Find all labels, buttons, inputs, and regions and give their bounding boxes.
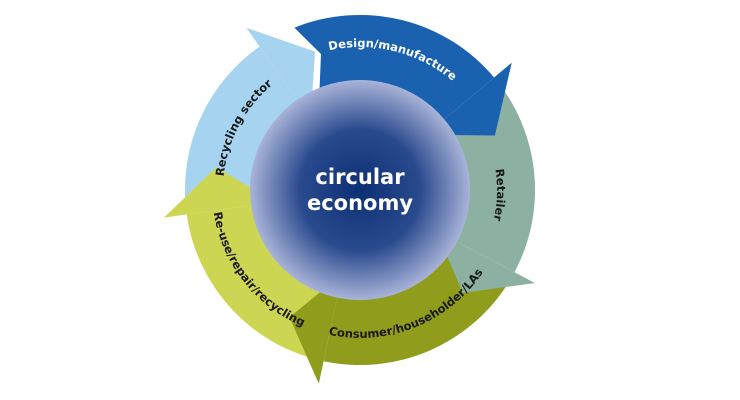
- recycling-sector-arrow-body: [184, 46, 299, 203]
- center-title-line1: circular: [315, 165, 405, 189]
- design-manufacture-arrow-head: [425, 62, 512, 136]
- center-title-line2: economy: [307, 191, 413, 215]
- reuse-repair-recycling-arrow-head: [163, 167, 275, 218]
- design-manufacture-arrow-body: [294, 14, 495, 121]
- center-circle: [250, 80, 470, 300]
- retailer-arrow-head: [435, 230, 535, 293]
- retailer-label: Retailer: [491, 168, 508, 223]
- recycling-sector-arrow-head: [246, 27, 315, 120]
- consumer-householder-arrow-head: [289, 274, 343, 384]
